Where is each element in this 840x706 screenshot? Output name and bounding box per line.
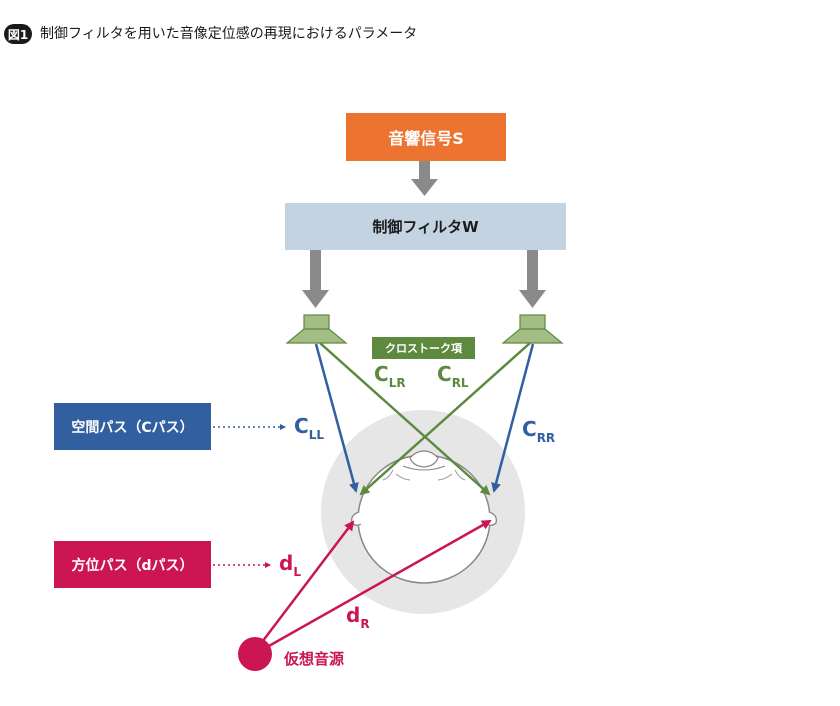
c-rl-label: CRL	[437, 362, 469, 390]
direction-path-box: 方位パス（dパス）	[54, 541, 211, 588]
path-d-r-arrow	[259, 519, 492, 653]
left-speaker-icon	[285, 314, 348, 344]
filter-to-right-speaker-arrow	[519, 250, 546, 308]
virtual-source-dot	[238, 637, 272, 671]
c-rr-label: CRR	[522, 417, 556, 445]
right-speaker-icon	[501, 314, 564, 344]
sound-signal-box: 音響信号S	[346, 113, 506, 161]
control-filter-box: 制御フィルタW	[285, 203, 566, 250]
figure-badge: 図1	[4, 24, 32, 44]
path-c-lr-arrow	[319, 342, 491, 496]
d-r-label: dR	[346, 603, 370, 631]
c-ll-label: CLL	[294, 414, 324, 442]
spatial-path-box: 空間パス（Cパス）	[54, 403, 211, 450]
filter-to-left-speaker-arrow	[302, 250, 329, 308]
c-lr-label: CLR	[374, 362, 406, 390]
d-l-label: dL	[279, 551, 301, 579]
figure-title: 制御フィルタを用いた音像定位感の再現におけるパラメータ	[40, 26, 418, 42]
virtual-source-label: 仮想音源	[284, 650, 345, 668]
path-d-l-arrow	[255, 520, 355, 651]
path-c-rr-arrow	[491, 343, 535, 493]
crosstalk-label-box: クロストーク項	[372, 337, 475, 359]
head-top-view-icon	[351, 450, 497, 584]
path-c-ll-arrow	[314, 343, 359, 493]
signal-arrow	[411, 161, 438, 196]
path-c-rl-arrow	[359, 342, 531, 496]
